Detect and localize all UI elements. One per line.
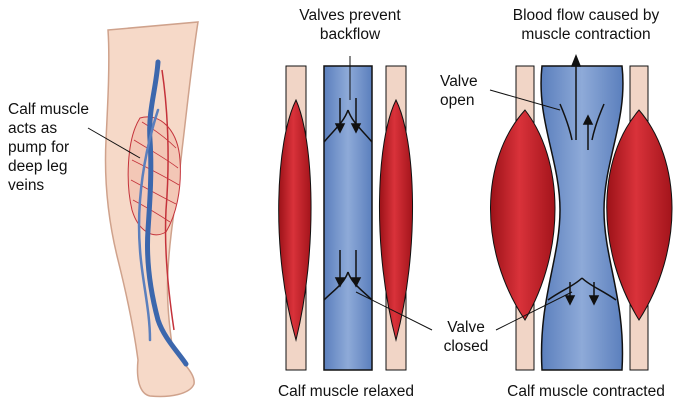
valve-closed-leader-line-right xyxy=(495,291,573,331)
upward-flow-arrows xyxy=(564,53,600,306)
valves-prevent-label: Valves prevent backflow xyxy=(299,7,401,43)
relaxed-panel xyxy=(278,56,413,371)
contracted-valve-open xyxy=(559,103,605,141)
contracted-panel xyxy=(355,53,673,371)
blood-flow-label: Blood flow caused by muscle contraction xyxy=(512,7,660,43)
caption-contracted: Calf muscle contracted xyxy=(507,383,665,400)
valve-closed-label: Valve closed xyxy=(443,319,489,355)
leg-artery xyxy=(161,69,175,331)
valve-closed-leader-line-left xyxy=(355,291,433,331)
calf-pump-leader-line xyxy=(87,127,141,159)
relaxed-vein xyxy=(323,65,373,371)
calf-muscle-fibers xyxy=(130,121,180,223)
contracted-valve-closed xyxy=(547,277,617,301)
valve-open-leader-line xyxy=(489,89,561,111)
superficial-vein xyxy=(137,108,160,342)
relaxed-left-muscle xyxy=(278,98,312,342)
calf-pump-label: Calf muscle acts as pump for deep leg ve… xyxy=(8,101,89,194)
relaxed-backflow-arrows xyxy=(334,98,362,288)
valve-open-label: Valve open xyxy=(440,73,478,109)
relaxed-right-muscle xyxy=(379,98,413,342)
caption-relaxed: Calf muscle relaxed xyxy=(277,383,415,400)
leg-illustration xyxy=(87,21,199,398)
contracted-vein xyxy=(540,65,624,371)
contracted-left-muscle xyxy=(490,109,556,321)
deep-vein xyxy=(145,59,189,367)
contracted-right-muscle xyxy=(606,109,673,321)
calf-muscle-region xyxy=(127,116,181,236)
relaxed-valve-lower xyxy=(323,271,373,301)
